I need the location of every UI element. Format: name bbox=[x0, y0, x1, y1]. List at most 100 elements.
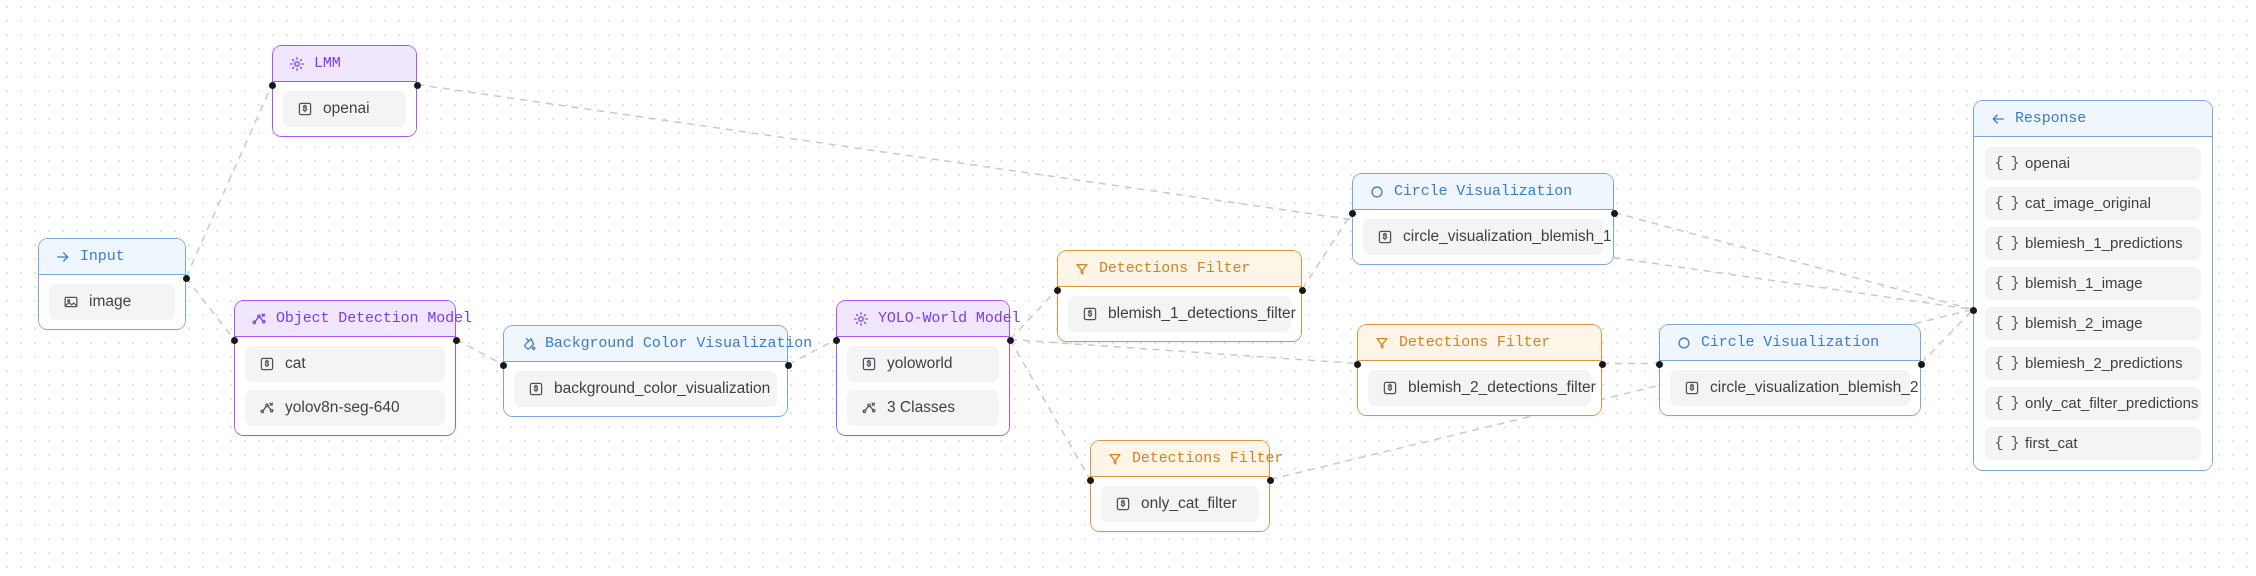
arrow-left-icon bbox=[1989, 110, 2006, 127]
node-field[interactable]: cat bbox=[245, 346, 445, 382]
node-body-circle-visualization-blemish-2: circle_visualization_blemish_2 bbox=[1660, 361, 1920, 415]
arrow-right-icon bbox=[54, 248, 71, 265]
braces-icon: { } bbox=[1994, 315, 2020, 332]
node-lmm[interactable]: LMM openai bbox=[268, 45, 421, 137]
output-port[interactable] bbox=[413, 82, 421, 89]
response-item[interactable]: { }blemish_1_image bbox=[1985, 267, 2201, 300]
response-item[interactable]: { } only_cat_filter_predictions bbox=[1985, 387, 2201, 420]
node-header-detections-filter-blemish-1[interactable]: Detections Filter bbox=[1058, 251, 1301, 287]
node-detections-filter-blemish-1[interactable]: Detections Filter blemish_1_detections_fi… bbox=[1053, 250, 1306, 342]
dollar-box-icon bbox=[296, 101, 313, 118]
response-panel-header[interactable]: Response bbox=[1974, 101, 2212, 137]
output-port[interactable] bbox=[1598, 361, 1606, 368]
braces-icon: { } bbox=[1994, 235, 2020, 252]
node-field[interactable]: yolov8n-seg-640 bbox=[245, 390, 445, 426]
node-title: Background Color Visualization bbox=[545, 335, 813, 352]
response-panel-body: { }openai{ }cat_image_original{ }blemies… bbox=[1974, 137, 2212, 470]
node-header-detections-filter-blemish-2[interactable]: Detections Filter bbox=[1358, 325, 1601, 361]
node-header-circle-visualization-blemish-2[interactable]: Circle Visualization bbox=[1660, 325, 1920, 361]
output-port[interactable] bbox=[452, 337, 460, 344]
dollar-box-icon bbox=[1081, 306, 1098, 323]
output-port[interactable] bbox=[1917, 361, 1925, 368]
input-port[interactable] bbox=[1086, 477, 1094, 484]
dollar-box-icon bbox=[527, 381, 544, 398]
response-item[interactable]: { }blemiesh_2_predictions bbox=[1985, 347, 2201, 380]
output-port[interactable] bbox=[1006, 337, 1014, 344]
response-item[interactable]: { }first_cat bbox=[1985, 427, 2201, 460]
node-title: Detections Filter bbox=[1099, 260, 1251, 277]
node-body-input: image bbox=[39, 275, 185, 329]
node-header-lmm[interactable]: LMM bbox=[273, 46, 416, 82]
circle-outline-icon bbox=[1368, 183, 1385, 200]
dollar-box-icon bbox=[860, 356, 877, 373]
node-field[interactable]: 3 Classes bbox=[847, 390, 999, 426]
input-port[interactable] bbox=[230, 337, 238, 344]
node-field[interactable]: image bbox=[49, 284, 175, 320]
dollar-box-icon bbox=[1381, 380, 1398, 397]
input-port[interactable] bbox=[1655, 361, 1663, 368]
input-port[interactable] bbox=[1348, 210, 1356, 217]
output-port[interactable] bbox=[1610, 210, 1618, 217]
response-item-label: blemiesh_1_predictions bbox=[2025, 235, 2183, 252]
edge-circle-visualization-blemish-1-to-response bbox=[1613, 211, 1974, 311]
input-port[interactable] bbox=[1353, 361, 1361, 368]
node-field-label: 3 Classes bbox=[887, 399, 956, 416]
output-port[interactable] bbox=[784, 362, 792, 369]
response-item-label: openai bbox=[2025, 155, 2071, 172]
node-field[interactable]: only_cat_filter bbox=[1101, 486, 1259, 522]
node-field[interactable]: blemish_1_detections_filter bbox=[1068, 296, 1296, 332]
edge-yolo-world-model-to-detections-filter-blemish-2 bbox=[1009, 338, 1358, 365]
node-detections-filter-only-cat[interactable]: Detections Filter only_cat_filter bbox=[1086, 440, 1283, 532]
gear-icon bbox=[852, 310, 869, 327]
dollar-box-icon bbox=[1114, 496, 1131, 513]
node-header-object-detection-model[interactable]: Object Detection Model bbox=[235, 301, 472, 337]
node-header-yolo-world-model[interactable]: YOLO-World Model bbox=[837, 301, 1021, 337]
braces-icon: { } bbox=[1994, 395, 2020, 412]
response-item-label: only_cat_filter_predictions bbox=[2025, 395, 2199, 412]
node-header-input[interactable]: Input bbox=[39, 239, 185, 275]
node-yolo-world-model[interactable]: YOLO-World Model yoloworld 3 Classes bbox=[832, 300, 1021, 436]
output-port[interactable] bbox=[1298, 287, 1306, 294]
node-field[interactable]: yoloworld bbox=[847, 346, 999, 382]
input-port[interactable] bbox=[499, 362, 507, 369]
node-header-circle-visualization-blemish-1[interactable]: Circle Visualization bbox=[1353, 174, 1613, 210]
response-panel[interactable]: Response { } openai { }cat_image_original { … bbox=[1969, 100, 2213, 471]
input-port[interactable] bbox=[1053, 287, 1061, 294]
paint-drop-icon bbox=[519, 335, 536, 352]
node-body-object-detection-model: cat yolov8n-seg-640 bbox=[235, 337, 455, 435]
node-background-color-visualization[interactable]: Background Color Visualization background… bbox=[499, 325, 812, 417]
node-object-detection-model[interactable]: Object Detection Model cat yolov8n-seg-640 bbox=[230, 300, 472, 436]
node-field[interactable]: blemish_2_detections_filter bbox=[1368, 370, 1596, 406]
node-circle-visualization-blemish-2[interactable]: Circle Visualization circle_visualization… bbox=[1655, 324, 1925, 416]
node-field-label: yoloworld bbox=[887, 355, 953, 372]
node-title: Circle Visualization bbox=[1394, 183, 1573, 200]
node-field[interactable]: openai bbox=[283, 91, 406, 127]
output-port[interactable] bbox=[182, 275, 190, 282]
response-item[interactable]: { }blemish_2_image bbox=[1985, 307, 2201, 340]
response-item[interactable]: { }cat_image_original bbox=[1985, 187, 2201, 220]
response-item[interactable]: { } openai bbox=[1985, 147, 2201, 180]
braces-icon: { } bbox=[1994, 355, 2020, 372]
braces-icon: { } bbox=[1994, 155, 2020, 172]
input-port[interactable] bbox=[832, 337, 840, 344]
node-title: LMM bbox=[314, 55, 341, 72]
node-field[interactable]: circle_visualization_blemish_1 bbox=[1363, 219, 1612, 255]
node-body-detections-filter-blemish-1: blemish_1_detections_filter bbox=[1058, 287, 1301, 341]
node-detections-filter-blemish-2[interactable]: Detections Filter blemish_2_detections_fi… bbox=[1353, 324, 1606, 416]
node-field[interactable]: background_color_visualization bbox=[514, 371, 777, 407]
response-item[interactable]: { } blemiesh_1_predictions bbox=[1985, 227, 2201, 260]
response-input-port[interactable] bbox=[1969, 307, 1977, 314]
output-port[interactable] bbox=[1266, 477, 1274, 484]
node-field[interactable]: circle_visualization_blemish_2 bbox=[1670, 370, 1919, 406]
image-icon bbox=[62, 294, 79, 311]
node-header-detections-filter-only-cat[interactable]: Detections Filter bbox=[1091, 441, 1283, 477]
node-circle-visualization-blemish-1[interactable]: Circle Visualization circle_visualization… bbox=[1348, 173, 1618, 265]
node-body-yolo-world-model: yoloworld 3 Classes bbox=[837, 337, 1009, 435]
funnel-icon bbox=[1106, 450, 1123, 467]
node-header-background-color-visualization[interactable]: Background Color Visualization bbox=[504, 326, 812, 362]
input-port[interactable] bbox=[268, 82, 276, 89]
node-title: YOLO-World Model bbox=[878, 310, 1021, 327]
node-input[interactable]: Input image bbox=[38, 238, 190, 330]
funnel-icon bbox=[1073, 260, 1090, 277]
